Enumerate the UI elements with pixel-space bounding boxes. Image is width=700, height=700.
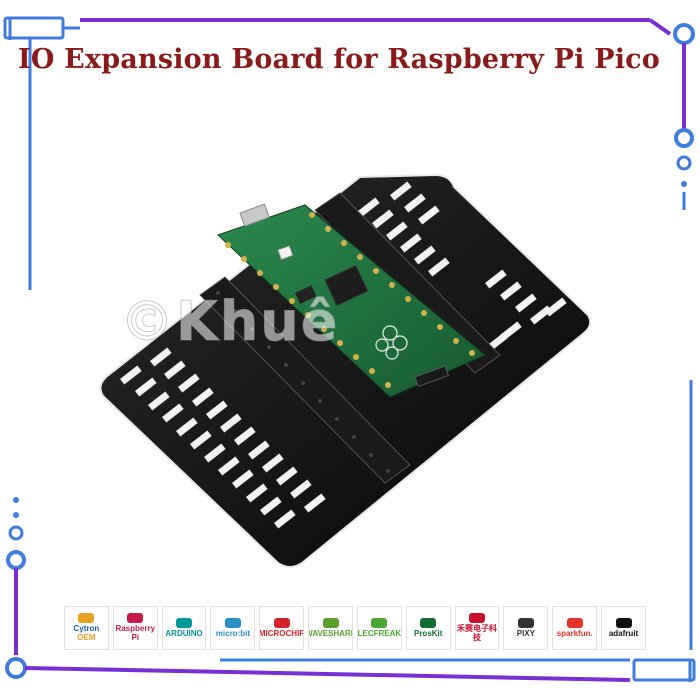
microbit-icon	[224, 617, 241, 628]
logo-text: 禾赛电子科技	[457, 624, 498, 642]
raspberry-logo-silkscreen	[375, 325, 408, 360]
pixy-icon	[517, 617, 534, 628]
chinese-brand-icon	[469, 613, 486, 624]
product-photo	[99, 173, 592, 568]
pin-labels-left	[120, 347, 326, 529]
adafruit-icon	[615, 617, 632, 628]
elecfreaks-icon	[371, 617, 388, 628]
logo-microchip: MICROCHIP	[259, 606, 305, 650]
logo-adafruit: adafruit	[601, 606, 646, 650]
cytron-oem-icon	[78, 613, 95, 624]
sparkfun-icon	[566, 617, 583, 628]
logo-text: OEM	[77, 633, 96, 642]
expansion-board	[99, 173, 592, 568]
logo-text: ProsKit	[413, 628, 443, 638]
microchip-icon	[273, 617, 290, 628]
waveshare-icon	[322, 617, 339, 628]
debug-header	[414, 365, 450, 388]
logo-proskit: ProsKit	[405, 606, 451, 650]
watermark-text: ©Khuê	[119, 290, 340, 354]
page-title: IO Expansion Board for Raspberry Pi Pico	[18, 44, 660, 75]
frame-ring-bottom	[5, 657, 27, 679]
frame-ring-top	[673, 23, 695, 45]
logo-waveshare: WAVESHARE	[308, 606, 353, 650]
logo-sparkfun: sparkfun.	[552, 606, 598, 650]
logo-text: ELECFREAKS	[357, 628, 402, 638]
logo-text: ARDUINO	[165, 628, 203, 638]
pin-labels-right	[358, 181, 567, 365]
arduino-icon	[176, 617, 193, 628]
pin-header-left	[199, 276, 411, 484]
rp2040-chip	[324, 264, 369, 307]
logo-text: PIXY	[516, 628, 535, 638]
logo-text: Raspberry Pi	[115, 624, 156, 642]
logo-arduino: ARDUINO	[161, 606, 207, 650]
logo-text: WAVESHARE	[309, 628, 352, 638]
proskit-icon	[420, 617, 437, 628]
logo-pixy: PIXY	[503, 606, 549, 650]
logo-chinese-brand: 禾赛电子科技	[454, 606, 500, 650]
frame-top-box	[3, 16, 65, 40]
logo-text: micro:bit	[215, 628, 251, 638]
logo-raspberry-pi: Raspberry Pi	[112, 606, 158, 650]
raspberry-pi-pico	[217, 203, 486, 398]
logo-text: MICROCHIP	[259, 628, 305, 638]
logo-microbit: micro:bit	[210, 606, 256, 650]
logo-elecfreaks: ELECFREAKS	[356, 606, 402, 650]
logo-text: sparkfun.	[556, 628, 593, 638]
raspberry-pi-icon	[127, 613, 144, 624]
logo-sub-text: Cytron	[73, 624, 100, 634]
logo-text: adafruit	[608, 628, 639, 638]
